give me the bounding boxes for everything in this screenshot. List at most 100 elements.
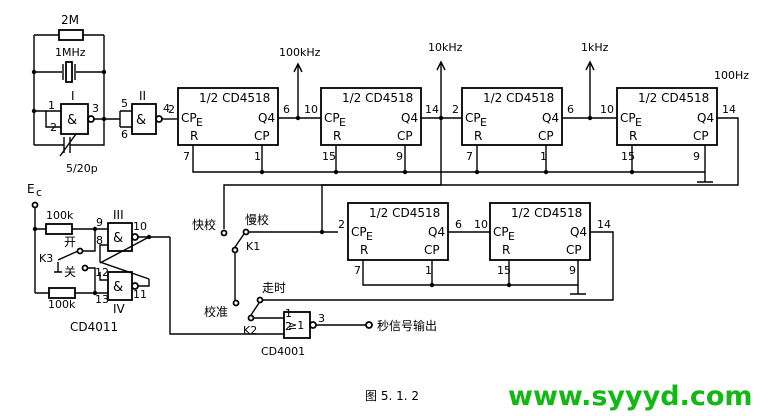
svg-text:1: 1 bbox=[425, 264, 432, 277]
gate-i-pin3: 3 bbox=[92, 102, 99, 115]
slow-label: 慢校 bbox=[245, 212, 269, 227]
svg-text:E: E bbox=[635, 116, 642, 129]
gate-ii-pin4: 4 bbox=[163, 102, 170, 115]
svg-text:2: 2 bbox=[285, 320, 292, 333]
gate-i bbox=[60, 103, 89, 135]
gate-iii-label: III bbox=[113, 208, 124, 222]
gate-ii-pin6: 6 bbox=[121, 128, 128, 141]
second-output-label: 秒信号输出 bbox=[377, 318, 437, 333]
svg-text:CP: CP bbox=[254, 129, 270, 143]
svg-text:CP: CP bbox=[566, 243, 582, 257]
counter-1: 1/2 CD4518 CP E Q4 R CP 2 6 7 1 bbox=[168, 87, 290, 163]
svg-text:1: 1 bbox=[254, 150, 261, 163]
k2-label: K2 bbox=[243, 324, 257, 337]
debounce-latch: E c 100k 100k 开 关 K3 & III 9 8 10 bbox=[27, 182, 170, 334]
svg-text:7: 7 bbox=[183, 150, 190, 163]
r100k-bot-label: 100k bbox=[48, 298, 76, 311]
svg-text:R: R bbox=[474, 129, 482, 143]
k1-switch[interactable]: 快校 慢校 K1 bbox=[192, 212, 338, 300]
svg-text:R: R bbox=[502, 243, 510, 257]
nor-gate-cd4001: ≥1 1 2 3 秒信号输出 CD4001 bbox=[169, 237, 437, 358]
counter-2: 1/2 CD4518 CP E Q4 R CP 10 14 15 9 bbox=[304, 87, 439, 163]
svg-text:CP: CP bbox=[538, 129, 554, 143]
calibrate-label: 校准 bbox=[204, 304, 228, 319]
svg-text:10: 10 bbox=[474, 218, 488, 231]
watermark: www.syyyd.com bbox=[508, 381, 753, 412]
svg-text:Q4: Q4 bbox=[258, 111, 275, 125]
counter-2-title: 1/2 CD4518 bbox=[342, 91, 413, 105]
svg-text:R: R bbox=[360, 243, 368, 257]
freq-10khz: 10kHz bbox=[428, 41, 463, 54]
svg-text:Q4: Q4 bbox=[697, 111, 714, 125]
k3-blade[interactable] bbox=[57, 250, 79, 261]
gate-i-pin2: 2 bbox=[50, 121, 57, 134]
svg-text:E: E bbox=[366, 230, 373, 243]
nor-symbol: ≥1 bbox=[288, 319, 304, 332]
svg-text:2: 2 bbox=[338, 218, 345, 231]
gate-ii-symbol: & bbox=[136, 113, 146, 128]
svg-text:1: 1 bbox=[540, 150, 547, 163]
svg-text:CP: CP bbox=[351, 225, 367, 239]
svg-text:CP: CP bbox=[693, 129, 709, 143]
svg-text:11: 11 bbox=[133, 288, 147, 301]
svg-text:c: c bbox=[36, 186, 42, 199]
svg-text:3: 3 bbox=[318, 312, 325, 325]
gate-iv-symbol: & bbox=[113, 280, 123, 295]
svg-text:9: 9 bbox=[96, 216, 103, 229]
freq-100hz: 100Hz bbox=[714, 69, 749, 82]
svg-text:15: 15 bbox=[322, 150, 336, 163]
k3-label: K3 bbox=[39, 252, 53, 265]
freq-100khz: 100kHz bbox=[279, 46, 321, 59]
figure-caption: 图 5. 1. 2 bbox=[365, 389, 419, 403]
resistor-2m bbox=[58, 29, 84, 41]
counter-3: 1/2 CD4518 CP E Q4 R CP 2 6 7 1 bbox=[452, 87, 574, 163]
svg-text:10: 10 bbox=[304, 103, 318, 116]
fast-label: 快校 bbox=[192, 217, 216, 232]
svg-text:9: 9 bbox=[396, 150, 403, 163]
svg-text:6: 6 bbox=[567, 103, 574, 116]
crystal-label: 1MHz bbox=[55, 46, 86, 59]
k2-switch[interactable]: 走时 校准 K2 bbox=[204, 281, 286, 337]
svg-text:15: 15 bbox=[621, 150, 635, 163]
svg-text:CP: CP bbox=[181, 111, 197, 125]
svg-text:8: 8 bbox=[96, 234, 103, 247]
counter-6: 1/2 CD4518 CP E Q4 R CP 10 14 15 9 bbox=[474, 202, 611, 277]
cd4011-label: CD4011 bbox=[70, 320, 118, 334]
svg-text:CP: CP bbox=[465, 111, 481, 125]
svg-text:CP: CP bbox=[424, 243, 440, 257]
oscillator-section: 2M 1MHz & I 1 2 3 5/20p bbox=[31, 13, 120, 175]
cd4001-label: CD4001 bbox=[261, 345, 305, 358]
gate-i-label: I bbox=[71, 89, 75, 103]
gate-ii-pin5: 5 bbox=[121, 97, 128, 110]
svg-text:CP: CP bbox=[620, 111, 636, 125]
svg-text:E: E bbox=[196, 116, 203, 129]
svg-text:CP: CP bbox=[324, 111, 340, 125]
svg-text:R: R bbox=[333, 129, 341, 143]
k1-label: K1 bbox=[246, 240, 260, 253]
svg-text:Q4: Q4 bbox=[570, 225, 587, 239]
svg-text:E: E bbox=[480, 116, 487, 129]
svg-text:R: R bbox=[190, 129, 198, 143]
top-chain-wiring: 100kHz 10kHz 1kHz 100Hz bbox=[192, 41, 749, 232]
counter-4-title: 1/2 CD4518 bbox=[638, 91, 709, 105]
crystal bbox=[65, 61, 73, 83]
gate-i-symbol: & bbox=[67, 113, 77, 128]
svg-text:2: 2 bbox=[452, 103, 459, 116]
run-label: 走时 bbox=[262, 281, 286, 295]
svg-text:Q4: Q4 bbox=[542, 111, 559, 125]
svg-text:1: 1 bbox=[285, 307, 292, 320]
resistor-2m-label: 2M bbox=[61, 13, 79, 27]
svg-text:13: 13 bbox=[95, 293, 109, 306]
gate-i-bubble bbox=[87, 115, 95, 123]
gate-ii: & II 5 6 4 bbox=[119, 89, 178, 141]
svg-text:15: 15 bbox=[497, 264, 511, 277]
counter-6-title: 1/2 CD4518 bbox=[511, 206, 582, 220]
svg-text:14: 14 bbox=[597, 218, 611, 231]
svg-text:9: 9 bbox=[693, 150, 700, 163]
ec-label: E bbox=[27, 182, 35, 196]
freq-1khz: 1kHz bbox=[581, 41, 609, 54]
svg-text:E: E bbox=[508, 230, 515, 243]
svg-text:12: 12 bbox=[95, 266, 109, 279]
svg-text:2: 2 bbox=[168, 103, 175, 116]
